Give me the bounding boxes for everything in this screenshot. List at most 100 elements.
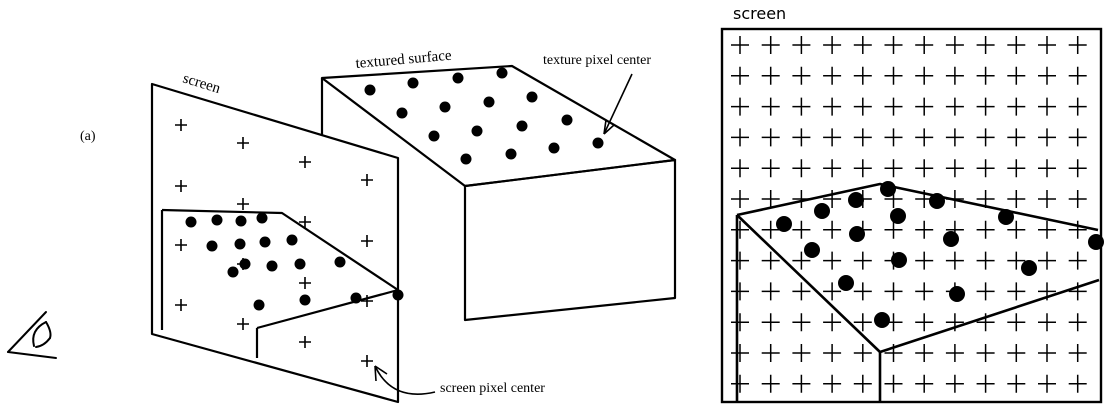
grid-pixel-center xyxy=(1068,374,1087,393)
grid-pixel-center xyxy=(853,374,872,393)
grid-pixel-center xyxy=(1068,220,1087,239)
grid-pixel-center xyxy=(761,344,780,362)
grid-pixel-center xyxy=(761,128,780,147)
grid-pixel-center xyxy=(1007,220,1026,239)
texture-pixel-center xyxy=(483,96,495,108)
grid-pixel-center xyxy=(823,282,842,301)
texture-pixel-center xyxy=(392,289,404,301)
grid-pixel-center xyxy=(823,128,842,147)
grid-pixel-center xyxy=(884,36,903,54)
texture-pixel-center xyxy=(227,266,239,278)
texture-pixel-center xyxy=(929,193,945,209)
grid-pixel-center xyxy=(823,374,842,393)
grid-pixel-center xyxy=(945,251,964,270)
grid-pixel-center xyxy=(1038,97,1056,116)
textured-box-front-face xyxy=(463,158,677,322)
grid-pixel-center xyxy=(884,374,903,393)
grid-pixel-center xyxy=(761,97,780,116)
grid-pixel-center xyxy=(823,190,842,208)
grid-pixel-center xyxy=(731,344,749,362)
screen-pixel-center xyxy=(175,299,187,311)
grid-pixel-center xyxy=(1007,251,1026,270)
texture-pixel-center xyxy=(1088,234,1104,250)
grid-pixel-center xyxy=(761,190,780,208)
grid-pixel-center xyxy=(731,313,749,332)
texture-pixel-center xyxy=(526,91,538,103)
grid-pixel-center xyxy=(976,220,995,239)
grid-pixel-center xyxy=(1007,282,1026,301)
textured-surface-label: textured surface xyxy=(355,48,453,72)
screen-pixel-center xyxy=(361,235,373,247)
grid-pixel-center xyxy=(792,97,811,116)
texture-pixel-center xyxy=(505,148,517,160)
grid-pixel-center xyxy=(1068,190,1087,208)
grid-pixel-center xyxy=(823,251,842,270)
grid-pixel-center xyxy=(1068,66,1087,85)
screen-grid-frame xyxy=(720,27,1103,404)
screen-pixel-center xyxy=(175,119,187,131)
texture-pixel-center xyxy=(396,107,408,119)
grid-pixel-center xyxy=(915,97,934,116)
grid-pixel-center xyxy=(915,159,934,178)
texture-pixel-center xyxy=(848,192,864,208)
grid-pixel-center xyxy=(853,344,872,362)
screen-pixel-center xyxy=(175,239,187,251)
texture-pixel-center xyxy=(407,77,419,89)
texture-pixel-center xyxy=(439,101,451,113)
grid-box-outline xyxy=(735,182,1100,402)
grid-pixel-center xyxy=(823,313,842,332)
grid-pixel-center xyxy=(792,36,811,54)
grid-pixel-center xyxy=(731,97,749,116)
texture-pixel-center xyxy=(211,214,223,226)
texture-pixel-center xyxy=(452,72,464,84)
grid-pixel-center xyxy=(823,220,842,239)
grid-pixel-center xyxy=(1068,282,1087,301)
grid-pixel-center xyxy=(915,66,934,85)
grid-pixel-center xyxy=(1007,97,1026,116)
grid-pixel-center xyxy=(853,313,872,332)
grid-pixel-center xyxy=(792,313,811,332)
grid-pixel-center xyxy=(761,220,780,239)
grid-pixel-center xyxy=(976,128,995,147)
texture-pixel-center xyxy=(185,216,197,228)
grid-pixel-center xyxy=(792,344,811,362)
grid-pixel-center xyxy=(976,282,995,301)
grid-pixel-center xyxy=(731,36,749,54)
screen-plane xyxy=(150,82,400,404)
screen-pixel-grid xyxy=(731,36,1087,393)
grid-pixel-center xyxy=(976,344,995,362)
texture-pixel-center xyxy=(234,238,246,250)
grid-pixel-center xyxy=(761,374,780,393)
texture-pixel-center xyxy=(804,242,820,258)
grid-pixel-center xyxy=(915,251,934,270)
grid-pixel-center xyxy=(823,36,842,54)
projected-box-top-face xyxy=(161,208,400,330)
grid-pixel-center xyxy=(976,374,995,393)
grid-pixel-center xyxy=(823,344,842,362)
grid-pixel-center xyxy=(792,128,811,147)
screen-pixel-center xyxy=(299,156,311,168)
grid-pixel-center xyxy=(1068,313,1087,332)
grid-pixel-center xyxy=(976,159,995,178)
grid-pixel-center xyxy=(884,66,903,85)
texture-center-arrow xyxy=(603,73,633,135)
screen-pixel-center xyxy=(361,295,373,307)
texture-pixel-center xyxy=(890,208,906,224)
grid-pixel-center xyxy=(945,97,964,116)
grid-pixel-center xyxy=(1007,313,1026,332)
grid-pixel-center xyxy=(1007,66,1026,85)
panel-a-label: (a) xyxy=(80,129,96,144)
texture-pixel-center xyxy=(776,216,792,232)
grid-pixel-center xyxy=(884,97,903,116)
texture-pixel-center xyxy=(943,231,959,247)
grid-pixel-center xyxy=(731,128,749,147)
grid-pixel-center xyxy=(1038,128,1056,147)
grid-pixel-center xyxy=(1068,36,1087,54)
grid-pixel-center xyxy=(792,251,811,270)
grid-pixel-center xyxy=(976,66,995,85)
grid-pixel-center xyxy=(853,159,872,178)
grid-pixel-center xyxy=(884,159,903,178)
texture-pixel-center xyxy=(471,125,483,137)
grid-pixel-center xyxy=(853,36,872,54)
